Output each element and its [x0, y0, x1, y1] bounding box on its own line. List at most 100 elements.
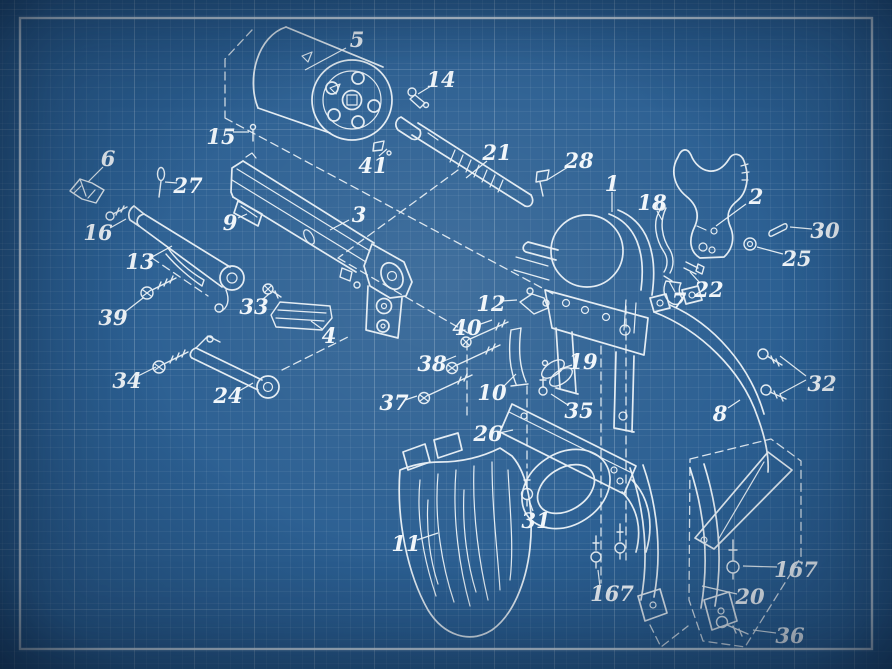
part-label-167: 167 [742, 557, 818, 582]
part-number: 21 [481, 140, 511, 165]
plunger-screw-34 [152, 349, 189, 374]
leader-line [779, 379, 807, 395]
part-label-13: 13 [125, 245, 173, 274]
part-label-27: 27 [164, 173, 203, 198]
part-number: 6 [101, 146, 116, 171]
part-label-32: 32 [779, 355, 837, 396]
part-label-41: 41 [358, 148, 388, 178]
part-number: 1 [605, 171, 620, 196]
leader-line [789, 226, 813, 230]
hammer [673, 149, 750, 259]
part-number: 34 [112, 368, 141, 393]
part-number: 18 [637, 190, 667, 215]
part-number: 24 [212, 383, 242, 408]
screw-37 [417, 373, 473, 405]
part-label-30: 30 [789, 218, 840, 243]
washer-25 [743, 237, 757, 251]
part-label-39: 39 [98, 297, 144, 330]
part-number: 27 [172, 173, 203, 198]
part-label-8: 8 [712, 399, 741, 426]
leader-line [752, 629, 777, 634]
part-number: 22 [693, 277, 723, 302]
border-frame [18, 16, 874, 651]
part-number: 7 [672, 288, 687, 313]
latch-screw [105, 205, 128, 221]
part-label-24: 24 [212, 382, 254, 408]
part-number: 41 [358, 153, 387, 178]
part-number: 25 [781, 246, 811, 271]
pin-27 [156, 166, 166, 198]
part-label-6: 6 [87, 146, 116, 183]
part-label-19: 19 [559, 349, 598, 374]
screw-167-right [726, 539, 740, 580]
part-label-4: 4 [310, 320, 337, 348]
lever-screw-39 [140, 275, 177, 300]
part-number: 26 [472, 421, 503, 446]
part-number: 19 [568, 349, 598, 374]
part-number: 38 [417, 351, 447, 376]
cylinder [252, 26, 393, 141]
leader-line [779, 355, 807, 377]
part-label-36: 36 [752, 623, 805, 648]
front-strap-20 [689, 463, 738, 631]
part-number: 4 [322, 323, 337, 348]
part-label-25: 25 [756, 246, 812, 271]
screw-38 [445, 343, 501, 375]
part-number: 31 [521, 508, 550, 533]
bolt-22 [683, 261, 705, 275]
part-number: 11 [391, 531, 420, 556]
part-label-2: 2 [715, 184, 763, 227]
part-label-7: 7 [668, 280, 687, 313]
small-part-28 [535, 169, 550, 197]
screws-167-center [590, 523, 626, 569]
part-number: 13 [125, 249, 154, 274]
leader-line [701, 585, 738, 595]
part-number: 3 [352, 202, 367, 227]
part-label-1: 1 [605, 171, 620, 212]
part-label-16: 16 [83, 218, 127, 245]
leader-line [124, 297, 144, 313]
part-label-40: 40 [452, 315, 493, 340]
screw-35 [538, 376, 548, 396]
part-label-28: 28 [546, 148, 594, 181]
part-number: 37 [379, 390, 409, 415]
part-label-11: 11 [391, 531, 439, 556]
part-number: 14 [426, 67, 455, 92]
part-number: 35 [564, 398, 593, 423]
part-number: 40 [452, 315, 482, 340]
part-number: 167 [590, 581, 634, 606]
part-number: 8 [712, 401, 728, 426]
part-label-3: 3 [329, 202, 367, 231]
latch-part-6 [69, 178, 105, 204]
leader-line [727, 399, 741, 409]
part-label-33: 33 [239, 293, 270, 319]
part-label-26: 26 [472, 421, 514, 446]
part-number: 10 [477, 380, 507, 405]
part-number: 30 [810, 218, 840, 243]
part-label-167: 167 [590, 569, 634, 606]
part-number: 9 [223, 210, 238, 235]
leader-line [742, 565, 778, 568]
part-number: 12 [476, 291, 505, 316]
part-number: 36 [775, 623, 805, 648]
part-number: 39 [98, 305, 128, 330]
part-number: 32 [807, 371, 836, 396]
part-label-31: 31 [521, 499, 551, 533]
pin-30 [768, 223, 788, 237]
part-label-10: 10 [477, 373, 517, 405]
part-label-9: 9 [223, 210, 248, 235]
part-number: 33 [239, 294, 268, 319]
part-label-21: 21 [465, 140, 512, 179]
leader-line [151, 245, 173, 258]
part-number: 5 [350, 27, 365, 52]
part-label-37: 37 [379, 390, 418, 415]
part-number: 16 [83, 220, 113, 245]
leader-line [304, 47, 347, 71]
leader-line [310, 320, 323, 330]
part-number: 20 [734, 584, 765, 609]
part-number: 28 [563, 148, 594, 173]
part-label-14: 14 [417, 67, 456, 95]
part-number: 167 [774, 557, 818, 582]
leader-line [756, 246, 784, 255]
